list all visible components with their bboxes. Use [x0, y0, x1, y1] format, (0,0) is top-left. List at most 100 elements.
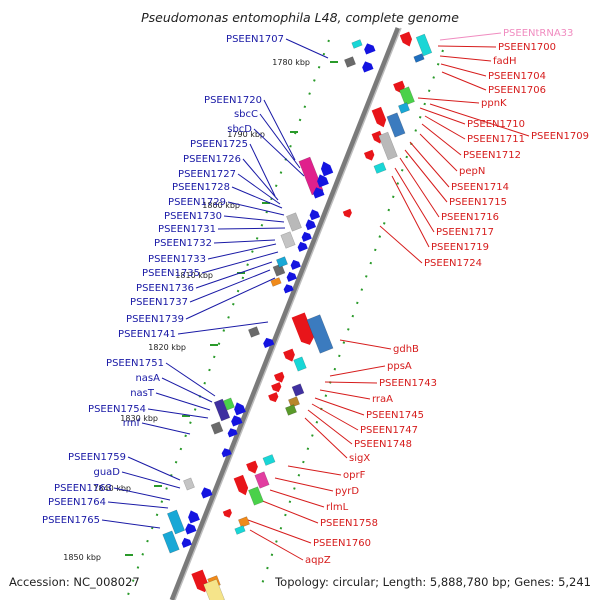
gene-label-guad: guaD: [93, 467, 120, 478]
leader-line: [147, 408, 209, 419]
gene-arrow: [371, 106, 387, 128]
leader-line: [249, 529, 304, 561]
leader-line: [319, 389, 371, 400]
gene-block: [415, 33, 433, 57]
leader-line: [161, 377, 213, 403]
leader-line: [127, 456, 181, 481]
leader-line: [287, 465, 342, 476]
gene-arrow: [268, 392, 279, 403]
gene-block: [413, 53, 425, 63]
gene-block: [285, 404, 297, 416]
gene-arrow: [297, 241, 308, 252]
gene-label-rraa: rraA: [372, 394, 393, 405]
gene-block: [203, 578, 225, 600]
leader-line: [165, 362, 216, 397]
gene-label-pseen1759: PSEEN1759: [68, 452, 126, 463]
gene-block: [351, 39, 363, 49]
gene-label-pseen1720: PSEEN1720: [204, 95, 262, 106]
gene-label-fadh: fadH: [493, 56, 517, 67]
gene-arrow: [283, 284, 294, 294]
leader-line: [237, 173, 281, 205]
gene-block: [248, 326, 260, 338]
gene-block: [293, 356, 307, 372]
gene-label-pyrd: pyrD: [335, 486, 359, 497]
leader-line: [217, 227, 286, 230]
gene-arrow: [271, 382, 282, 393]
gene-block: [183, 477, 195, 491]
leader-line: [307, 409, 353, 445]
gene-arrow: [185, 523, 197, 535]
kbp-tick-label: 1850 kbp: [63, 553, 101, 562]
gene-block: [210, 421, 224, 435]
gene-label-ppnk: ppnK: [481, 98, 507, 109]
gene-label-nasa: nasA: [135, 373, 160, 384]
kbp-tick-label: 1800 kbp: [202, 201, 240, 210]
leader-line: [399, 157, 440, 218]
gene-label-pseen1704: PSEEN1704: [488, 71, 546, 82]
leader-line: [274, 477, 334, 492]
leader-line: [242, 158, 279, 201]
leader-line: [419, 107, 466, 125]
gene-label-pseen1747: PSEEN1747: [360, 425, 418, 436]
gene-block: [272, 263, 286, 277]
leader-line: [213, 239, 276, 244]
gene-arrow: [313, 187, 325, 199]
gene-block: [344, 56, 356, 68]
gene-arrow: [191, 569, 209, 593]
leader-line: [231, 186, 283, 209]
gene-label-pseen1717: PSEEN1717: [436, 227, 494, 238]
leader-line: [391, 175, 430, 248]
gene-block: [234, 525, 246, 535]
leader-line: [324, 381, 378, 384]
gene-arrow: [246, 460, 258, 474]
gene-block: [276, 256, 288, 268]
gene-label-sigx: sigX: [349, 453, 370, 464]
leader-line: [437, 45, 497, 48]
gene-block: [166, 509, 186, 535]
leader-line: [177, 321, 269, 335]
gene-label-pseen1758: PSEEN1758: [320, 518, 378, 529]
gene-label-pseen1729: PSEEN1729: [168, 197, 226, 208]
gene-label-pseen1731: PSEEN1731: [158, 224, 216, 235]
gene-arrow: [286, 271, 297, 282]
kbp-tick-label: 1790 kbp: [227, 130, 265, 139]
gene-label-pseen1736: PSEEN1736: [136, 283, 194, 294]
gene-label-aqpz: aqpZ: [305, 555, 331, 566]
gene-label-pseentrna33: PSEENtRNA33: [503, 28, 573, 39]
gene-block: [162, 530, 180, 554]
gene-arrow: [188, 510, 200, 524]
gene-label-pseen1726: PSEEN1726: [183, 154, 241, 165]
gene-label-pseen1763: PSEEN1763: [54, 483, 112, 494]
leader-line: [404, 149, 448, 203]
gene-block: [306, 314, 334, 354]
gene-label-pseen1751: PSEEN1751: [106, 358, 164, 369]
gene-label-pseen1700: PSEEN1700: [498, 42, 556, 53]
gene-arrow: [320, 161, 334, 177]
leader-line: [439, 32, 502, 41]
gene-arrow: [201, 487, 213, 499]
gene-label-pseen1707: PSEEN1707: [226, 34, 284, 45]
gene-label-pseen1733: PSEEN1733: [148, 254, 206, 265]
gene-arrow: [227, 428, 238, 438]
leader-line: [394, 167, 435, 233]
leader-line: [339, 339, 392, 350]
leader-line: [195, 261, 273, 289]
gene-block: [386, 112, 406, 138]
gene-label-pseen1760: PSEEN1760: [313, 538, 371, 549]
leader-line: [113, 487, 171, 501]
gene-label-rmf: rmf: [123, 418, 141, 429]
leader-line: [439, 55, 492, 62]
gene-block: [248, 486, 264, 506]
gene-block: [291, 383, 305, 397]
gene-label-pseen1715: PSEEN1715: [449, 197, 507, 208]
gene-label-gdhb: gdhB: [393, 344, 419, 355]
gene-features: [162, 31, 433, 600]
genome-backbone: [169, 27, 402, 600]
leader-line: [259, 113, 301, 169]
leader-line: [429, 103, 530, 137]
gene-label-pseen1764: PSEEN1764: [48, 497, 106, 508]
gene-label-pseen1724: PSEEN1724: [424, 258, 482, 269]
gene-label-pseen1754: PSEEN1754: [88, 404, 146, 415]
gene-label-pseen1725: PSEEN1725: [190, 139, 248, 150]
